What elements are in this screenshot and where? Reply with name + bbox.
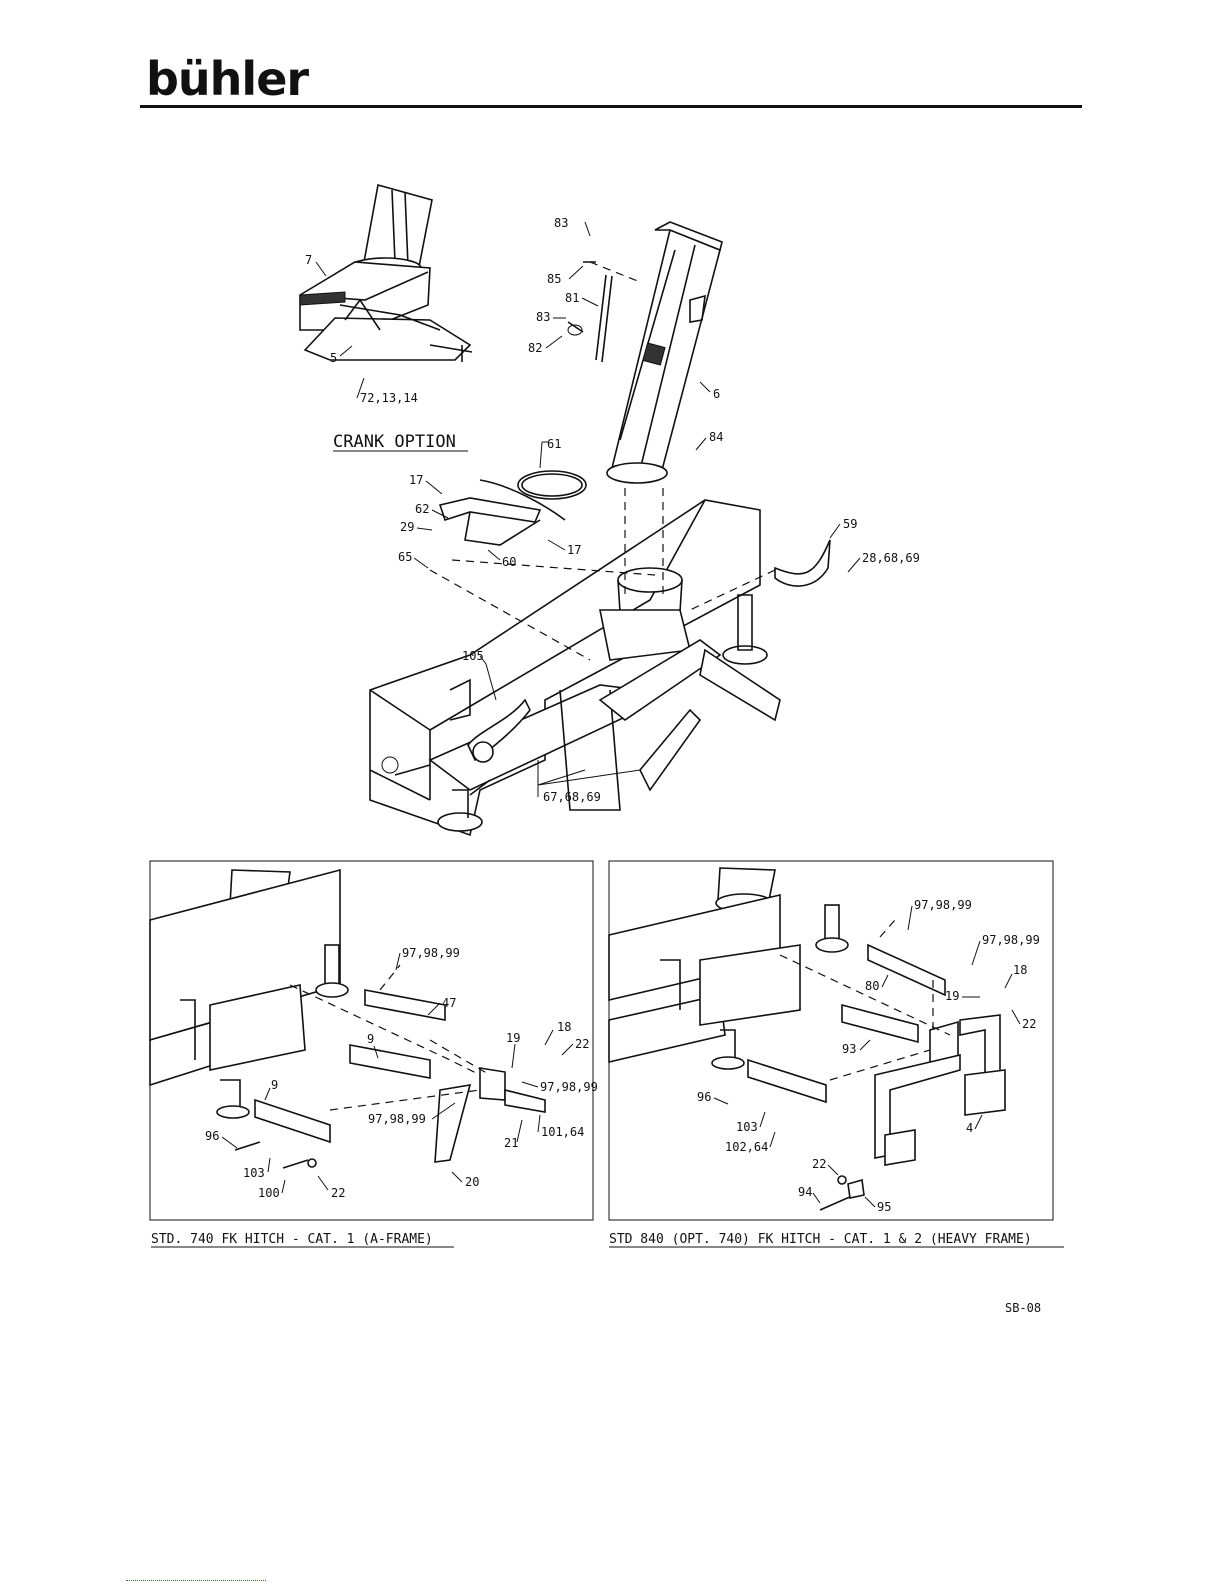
callout: 22 [331,1186,345,1200]
callout: 5 [330,351,337,365]
callout: 65 [398,550,412,564]
callout: 29 [400,520,414,534]
heavy-frame-hitch-illustration [608,867,1006,1211]
callout: 18 [1013,963,1027,977]
header-rule [140,105,1082,108]
callout: 100 [258,1186,280,1200]
callout: 83 [554,216,568,230]
ring-and-bracket-illustration [438,470,587,546]
callout: 19 [945,989,959,1003]
callout: 93 [842,1042,856,1056]
callout: 84 [709,430,723,444]
callout: 102,64 [725,1140,768,1154]
crank-handle-illustration [567,261,613,363]
callouts-right: 97,98,99 97,98,99 80 18 19 22 93 96 103 … [697,898,1040,1214]
callout: 95 [877,1200,891,1214]
callout: 4 [966,1121,973,1135]
callout: 97,98,99 [914,898,972,912]
callout: 96 [205,1129,219,1143]
callouts-left: 97,98,99 47 9 19 18 22 97,98,99 97,98,99… [205,946,598,1200]
callout: 96 [697,1090,711,1104]
callout: 103 [736,1120,758,1134]
callout: 97,98,99 [402,946,460,960]
callout: 22 [575,1037,589,1051]
callout: 103 [243,1166,265,1180]
callout: 60 [502,555,516,569]
callout: 28,68,69 [862,551,920,565]
callout: 83 [536,310,550,324]
callouts-top: 7 5 72,13,14 83 85 81 83 82 6 84 61 17 6… [305,216,920,804]
chute-deflector-illustration [774,539,831,587]
callout: 81 [565,291,579,305]
callout: 17 [409,473,423,487]
callout: 62 [415,502,429,516]
callout: 9 [271,1078,278,1092]
dashed-leader-lines-right [779,919,951,1081]
dashed-leader-lines-left [289,964,491,1111]
callout: 72,13,14 [360,391,418,405]
callout: 17 [567,543,581,557]
callout: 82 [528,341,542,355]
callout: 47 [442,996,456,1010]
callout: 61 [547,437,561,451]
crank-option-title: CRANK OPTION [333,432,456,452]
callout: 22 [1022,1017,1036,1031]
callout: 19 [506,1031,520,1045]
callout: 20 [465,1175,479,1189]
callout: 18 [557,1020,571,1034]
footer-dotted-rule [126,1580,266,1582]
crank-assembly-illustration [299,183,473,362]
callout: 67,68,69 [543,790,601,804]
callout: 59 [843,517,857,531]
callout: 9 [367,1032,374,1046]
dashed-leader-lines-top [429,261,776,661]
callout: 94 [798,1185,812,1199]
callout: 80 [865,979,879,993]
spout-illustration [606,221,723,484]
brand-logo: bühler [146,52,309,106]
callout: 97,98,99 [368,1112,426,1126]
callout: 22 [812,1157,826,1171]
caption-left: STD. 740 FK HITCH - CAT. 1 (A-FRAME) [151,1232,433,1247]
callout: 85 [547,272,561,286]
page-code: SB-08 [1005,1301,1042,1315]
a-frame-hitch-illustration [149,868,546,1169]
callout: 97,98,99 [982,933,1040,947]
callout: 7 [305,253,312,267]
callout: 6 [713,387,720,401]
callout: 105 [462,649,484,663]
blower-housing-illustration [369,499,781,837]
callout: 101,64 [541,1125,584,1139]
callout: 21 [504,1136,518,1150]
caption-right: STD 840 (OPT. 740) FK HITCH - CAT. 1 & 2… [609,1232,1032,1247]
callout: 97,98,99 [540,1080,598,1094]
